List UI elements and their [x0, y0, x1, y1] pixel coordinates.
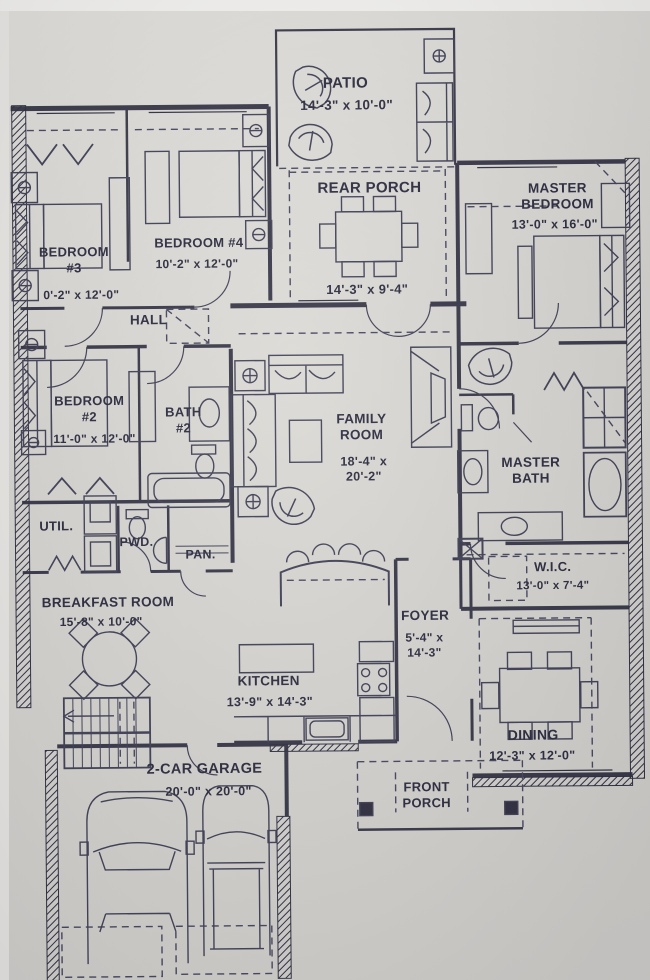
porch-column [359, 801, 374, 817]
room-dims-master-bedroom: 13'-0" x 16'-0" [511, 216, 598, 232]
room-label-bedroom-4: BEDROOM #4 [154, 234, 244, 251]
photo-left-edge [0, 0, 9, 980]
end-table-icon [237, 485, 269, 518]
room-label-patio: PATIO [322, 74, 369, 92]
room-dims-garage: 20'-0" x 20'-0" [165, 784, 252, 799]
washer-dryer-icon [83, 495, 118, 573]
car-icon [79, 790, 195, 965]
room-dims-bedroom-3: 0'-2" x 12'-0" [43, 287, 120, 303]
room-dims-kitchen: 13'-9" x 14'-3" [226, 694, 314, 710]
loveseat-icon [268, 354, 344, 395]
photo-top-edge [0, 0, 650, 11]
kitchen-bar-stools [279, 543, 391, 607]
room-label-hall: HALL [129, 312, 168, 328]
powder-fixtures [125, 508, 168, 565]
room-label-garage: 2-CAR GARAGE [146, 760, 263, 778]
room-label-utility: UTIL. [39, 518, 74, 534]
porch-table-icon [318, 195, 419, 278]
room-label-kitchen: KITCHEN [237, 672, 300, 689]
room-label-rear-porch: REAR PORCH [317, 179, 422, 197]
patio-loveseat-icon [415, 82, 454, 162]
windows [36, 111, 613, 772]
room-dims-patio: 14'-3" x 10'-0" [300, 97, 394, 113]
room-dims-breakfast: 15'-8" x 10'-0" [59, 614, 143, 630]
room-dims-rear-porch: 14'-3" x 9'-4" [326, 281, 409, 298]
room-dims-foyer: 5'-4" x 14'-3" [405, 630, 444, 660]
room-label-front-porch: FRONT PORCH [402, 779, 452, 811]
room-label-family-room: FAMILY ROOM [336, 410, 387, 443]
room-label-master-bath: MASTER BATH [501, 454, 561, 487]
room-dims-dining: 12'-3" x 12'-0" [489, 748, 576, 763]
bed-icon [144, 113, 273, 250]
room-label-breakfast: BREAKFAST ROOM [41, 594, 175, 611]
room-dims-bedroom-4: 10'-2" x 12'-0" [155, 256, 239, 272]
room-dims-family-room: 18'-4" x 20'-2" [340, 454, 388, 484]
pantry-shelves [175, 545, 229, 554]
room-label-wic: W.I.C. [534, 558, 572, 575]
staircase-icon [62, 696, 152, 770]
dining-table-icon [480, 619, 599, 741]
room-label-foyer: FOYER [401, 607, 450, 624]
room-label-dining: DINING [507, 726, 559, 743]
room-label-powder: PWD. [119, 534, 154, 550]
window-curtain-marks [26, 143, 94, 166]
master-bed-icon [464, 182, 631, 329]
bathroom-fixtures [456, 386, 628, 542]
room-label-bedroom-2: BEDROOM #2 [54, 392, 125, 425]
room-dims-bedroom-2: 11'-0" x 12'-0" [53, 431, 136, 447]
room-label-bedroom-3: BEDROOM #3 [38, 244, 109, 276]
room-label-master-bedroom: MASTER BEDROOM [521, 180, 594, 213]
room-label-pantry: PAN. [185, 547, 216, 562]
room-dims-wic: 13'-0" x 7'-4" [516, 579, 590, 593]
tv-cabinet-icon [410, 346, 453, 448]
end-table-icon [234, 359, 266, 392]
truck-icon [195, 784, 277, 957]
room-label-bath-2: BATH #2 [165, 404, 202, 436]
breakfast-table-icon [68, 617, 151, 701]
furniture [10, 38, 631, 965]
foyer-column-icon [457, 537, 484, 560]
patio-table-icon [423, 38, 456, 74]
porch-column [504, 800, 519, 816]
window-curtain-marks [47, 476, 115, 496]
bed-icon [17, 329, 157, 456]
coffee-table-icon [288, 419, 323, 464]
bathroom-fixtures [147, 386, 231, 509]
bed-icon [10, 171, 131, 302]
kitchen-fixtures [233, 640, 397, 743]
